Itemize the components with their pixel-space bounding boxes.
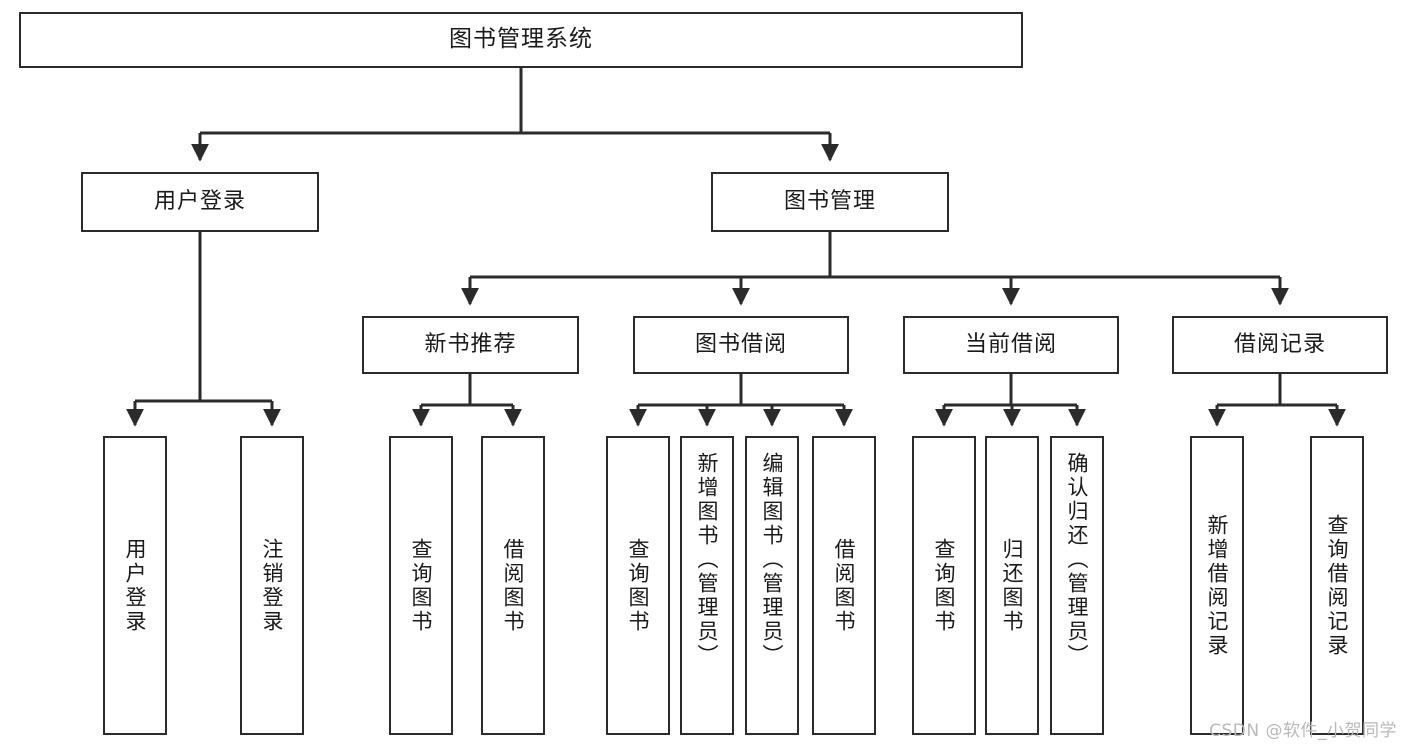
leaf-label: 编辑图书（管理员） — [760, 452, 785, 668]
node-leaf-add-book-admin[interactable]: 新增图书（管理员） — [680, 436, 734, 735]
leaf-label: 借阅图书 — [501, 537, 526, 634]
leaf-label: 确认归还（管理员） — [1065, 452, 1090, 668]
leaf-label: 归还图书 — [1000, 537, 1025, 634]
node-leaf-query-book-borrow[interactable]: 查询图书 — [606, 436, 670, 735]
node-new-book-recommend[interactable]: 新书推荐 — [362, 316, 579, 374]
node-current-borrow[interactable]: 当前借阅 — [903, 316, 1119, 374]
leaf-label: 借阅图书 — [832, 537, 857, 634]
node-leaf-add-borrow-record[interactable]: 新增借阅记录 — [1190, 436, 1244, 735]
node-root-system[interactable]: 图书管理系统 — [19, 12, 1023, 68]
leaf-label: 查询借阅记录 — [1325, 513, 1350, 658]
node-user-login[interactable]: 用户登录 — [81, 172, 319, 232]
node-leaf-return-book[interactable]: 归还图书 — [985, 436, 1039, 735]
node-leaf-borrow-book[interactable]: 借阅图书 — [812, 436, 876, 735]
leaf-label: 查询图书 — [932, 537, 957, 634]
node-book-management[interactable]: 图书管理 — [711, 172, 949, 232]
csdn-watermark: CSDN @软件_小贺同学 — [1209, 721, 1397, 741]
node-leaf-user-login[interactable]: 用户登录 — [103, 436, 167, 735]
leaf-label: 查询图书 — [626, 537, 651, 634]
leaf-label: 查询图书 — [409, 537, 434, 634]
node-leaf-query-book-recommend[interactable]: 查询图书 — [389, 436, 453, 735]
node-leaf-query-borrow-record[interactable]: 查询借阅记录 — [1310, 436, 1364, 735]
node-leaf-borrow-book-recommend[interactable]: 借阅图书 — [481, 436, 545, 735]
node-leaf-edit-book-admin[interactable]: 编辑图书（管理员） — [745, 436, 799, 735]
node-leaf-confirm-return-admin[interactable]: 确认归还（管理员） — [1050, 436, 1104, 735]
leaf-label: 注销登录 — [260, 537, 285, 634]
node-leaf-query-book-current[interactable]: 查询图书 — [912, 436, 976, 735]
node-book-borrow[interactable]: 图书借阅 — [633, 316, 849, 374]
leaf-label: 新增图书（管理员） — [695, 452, 720, 668]
leaf-label: 用户登录 — [123, 537, 148, 634]
node-borrow-records[interactable]: 借阅记录 — [1172, 316, 1388, 374]
node-leaf-logout[interactable]: 注销登录 — [240, 436, 304, 735]
leaf-label: 新增借阅记录 — [1205, 513, 1230, 658]
